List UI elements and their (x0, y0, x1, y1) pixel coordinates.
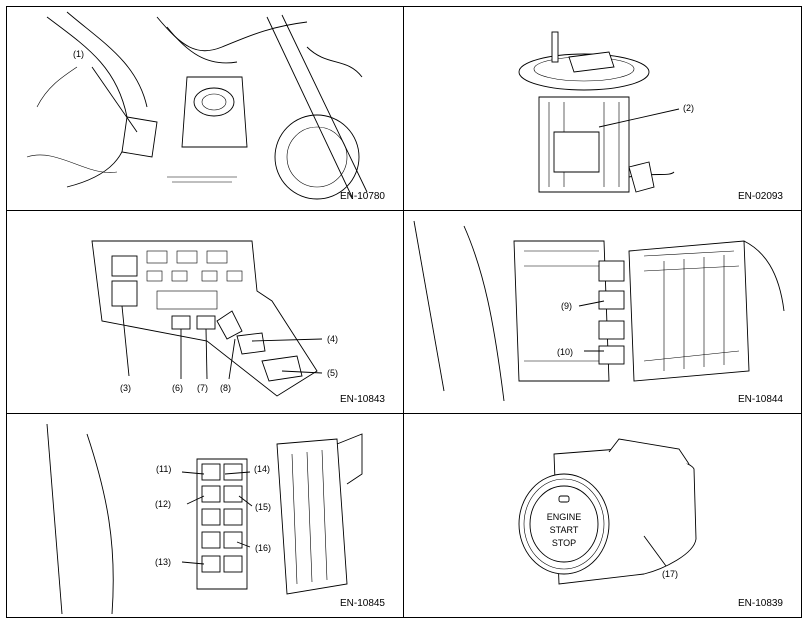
callout-16: (16) (255, 543, 271, 553)
panel-relay-block: (11) (12) (13) (14) (15) (16) EN-10845 (6, 413, 404, 618)
callout-6: (6) (172, 383, 183, 393)
button-line-1: ENGINE (547, 512, 582, 522)
figure-code: EN-10845 (339, 598, 385, 609)
callout-14: (14) (254, 464, 270, 474)
callout-5: (5) (327, 368, 338, 378)
start-button-illustration: ENGINE START STOP (17) (518, 438, 697, 585)
panel-engine-bay: (1) EN-10780 (6, 6, 404, 211)
callout-4: (4) (327, 334, 338, 344)
callout-15: (15) (255, 502, 271, 512)
callout-11: (11) (156, 464, 171, 474)
panel-dash-relays: (9) (10) EN-10844 (403, 210, 802, 414)
callout-8: (8) (220, 383, 231, 393)
relay-block-illustration: (11) (12) (13) (14) (15) (16) (46, 423, 363, 615)
figure-grid: (1) EN-10780 (2) EN-02093 (6, 6, 802, 618)
fuel-pump-illustration: (2) (518, 31, 694, 193)
button-line-3: STOP (552, 538, 576, 548)
figure-code: EN-02093 (737, 191, 783, 202)
button-line-2: START (550, 525, 579, 535)
relay-box-illustration: (3) (4) (5) (6) (7) (8) (91, 240, 338, 397)
callout-13: (13) (155, 557, 171, 567)
engine-bay-illustration: (1) (26, 11, 368, 200)
figure-code: EN-10843 (339, 394, 385, 405)
panel-start-button: ENGINE START STOP (17) EN-10839 (403, 413, 802, 618)
callout-9: (9) (561, 301, 572, 311)
callout-2: (2) (683, 103, 694, 113)
callout-10: (10) (557, 347, 573, 357)
callout-17: (17) (662, 569, 678, 579)
figure-code: EN-10844 (737, 394, 783, 405)
callout-12: (12) (155, 499, 171, 509)
callout-1: (1) (73, 49, 84, 59)
dash-relays-illustration: (9) (10) (413, 220, 785, 402)
callout-3: (3) (120, 383, 131, 393)
callout-7: (7) (197, 383, 208, 393)
figure-code: EN-10839 (737, 598, 783, 609)
panel-relay-box: (3) (4) (5) (6) (7) (8) EN-10843 (6, 210, 404, 414)
panel-fuel-pump: (2) EN-02093 (403, 6, 802, 211)
figure-code: EN-10780 (339, 191, 385, 202)
